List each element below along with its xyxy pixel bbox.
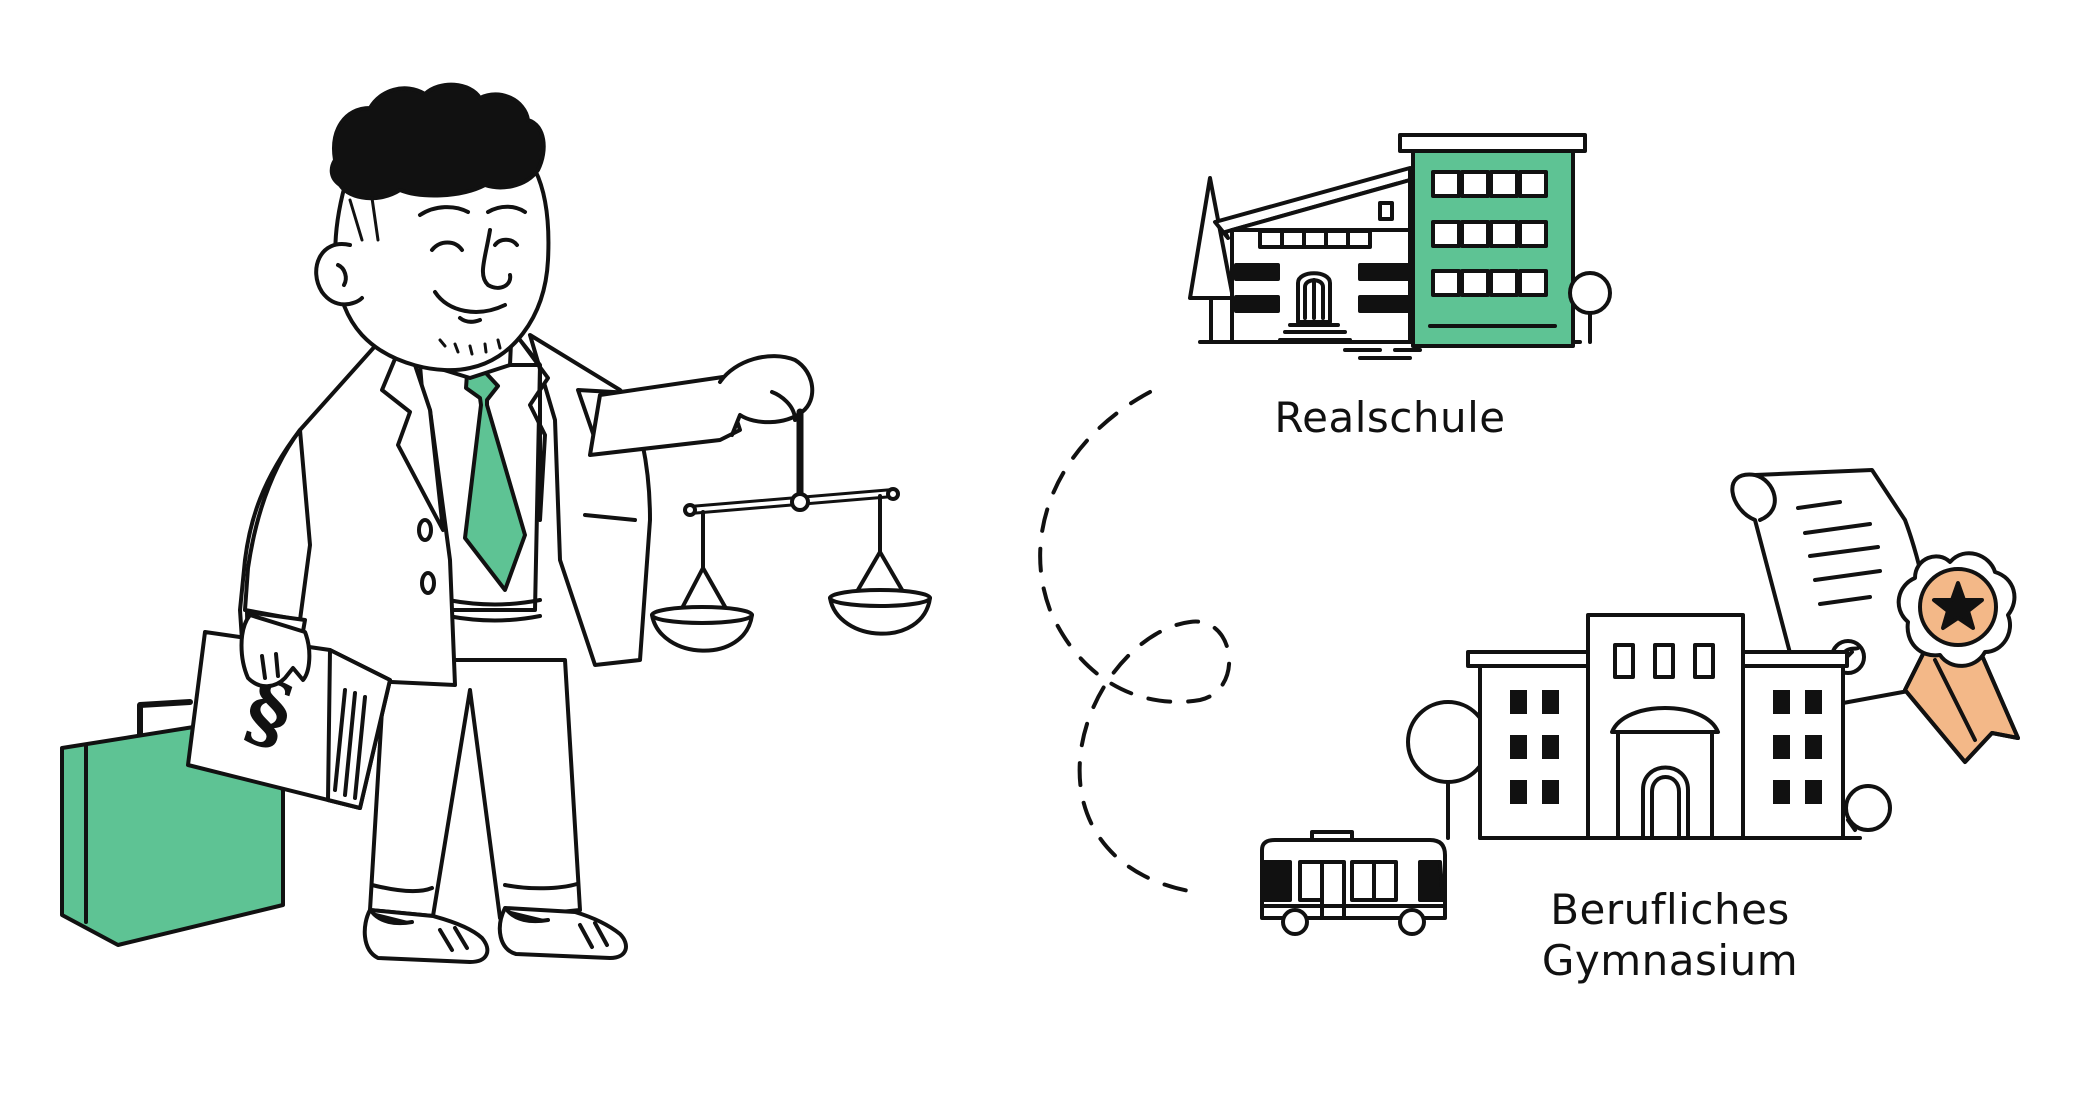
balance-scale-icon (650, 408, 932, 653)
label-realschule: Realschule (1190, 392, 1590, 443)
tree-icon (1568, 271, 1612, 344)
label-realschule-text: Realschule (1274, 393, 1506, 442)
gymnasium-building-icon (1406, 613, 1892, 840)
shoe-left (362, 908, 490, 964)
label-berufliches-line1: Berufliches (1550, 885, 1790, 934)
label-berufliches-line2: Gymnasium (1541, 936, 1799, 986)
briefcase-icon (60, 699, 285, 947)
label-berufliches-gymnasium: Berufliches Gymnasium (1460, 884, 1880, 986)
dashed-path (1038, 390, 1232, 894)
tree-icon (1188, 176, 1235, 342)
lawyer-figure: § (186, 82, 815, 964)
law-book-icon: § (186, 630, 392, 810)
shoe-right (497, 906, 628, 960)
hair (329, 82, 546, 201)
tie (463, 370, 527, 592)
tree-icon (1844, 784, 1892, 832)
school-building-icon (1188, 133, 1612, 360)
award-rosette-icon (1896, 551, 2020, 764)
bus-icon (1260, 830, 1447, 936)
tree-icon (1406, 700, 1490, 840)
